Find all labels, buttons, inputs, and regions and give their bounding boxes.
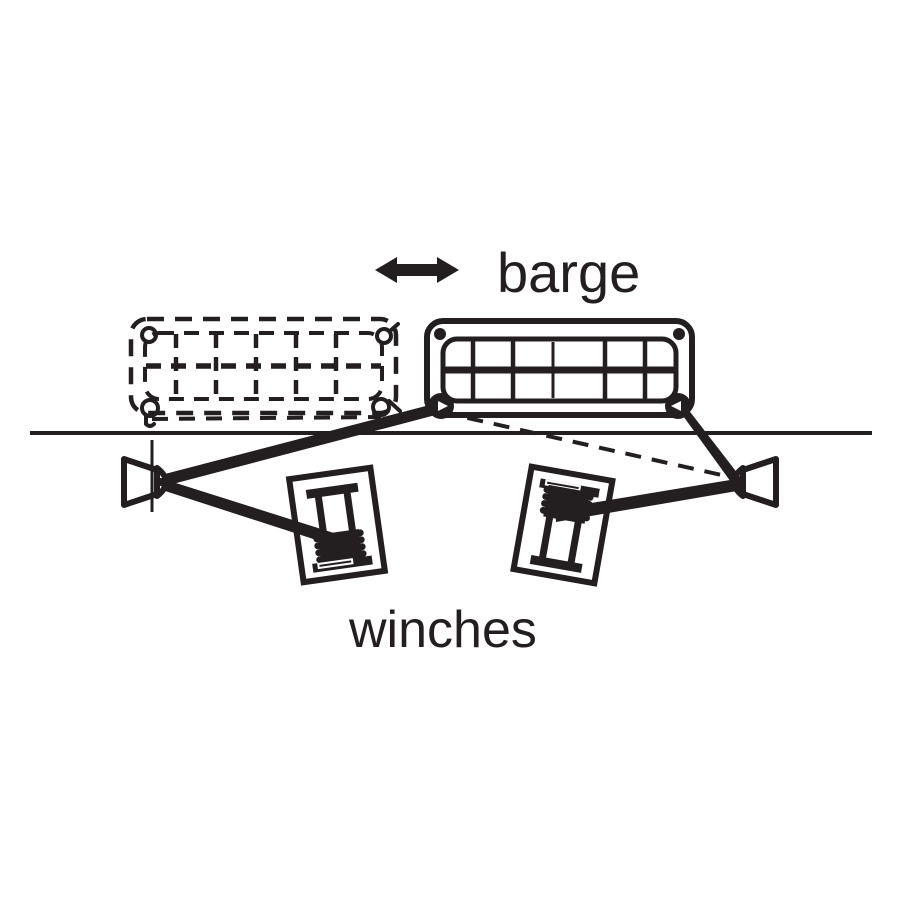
- bollard-right-sheave: [731, 465, 746, 499]
- winch-left-wrap: [357, 536, 365, 544]
- motion-arrow-head-left: [375, 257, 397, 283]
- winch-right-wrap: [583, 514, 590, 522]
- bollard-left-sheave: [154, 465, 169, 499]
- attach-pulley-left-notch: [438, 401, 448, 411]
- winch-right-wrap: [586, 493, 594, 501]
- barge-deck-dot-left: [434, 328, 446, 340]
- cable-right-taut: [673, 402, 745, 489]
- motion-arrow-head-right: [437, 257, 459, 283]
- cable-left-slack-previous: [151, 415, 382, 421]
- winches-label: winches: [348, 601, 537, 659]
- winch-right-rail: [538, 514, 554, 562]
- ghost-cleat-ring-bottom-right: [371, 397, 391, 417]
- winch-right-wrap: [585, 500, 593, 508]
- winch-left-wrap: [313, 535, 321, 543]
- winch-right-bottom-flange: [529, 554, 583, 573]
- ghost-cleat-tail-bottom-right: [387, 399, 402, 413]
- bollard-right: [731, 456, 779, 508]
- cable-right-slack-previous: [440, 410, 740, 481]
- ghost-cleat-ring-bottom-left: [140, 398, 160, 418]
- winch-left-wrap: [356, 529, 364, 537]
- cable-left-taut: [161, 401, 447, 486]
- barge-previous-position: [128, 316, 402, 428]
- winch-left-drum: [317, 529, 364, 567]
- winch-right-wrap: [542, 493, 550, 500]
- barge-attachment-left: [428, 393, 454, 419]
- ghost-cleat-ring-top-right: [375, 327, 393, 345]
- ghost-cleat-tail-bottom-left: [144, 413, 156, 428]
- bollard-left-pivot-dot: [157, 478, 165, 486]
- bollard-left: [121, 440, 169, 512]
- ghost-cleat-tail-top-right: [388, 322, 400, 333]
- winch-right: [510, 463, 616, 587]
- winch-left-wrap: [359, 550, 367, 558]
- double-headed-horizontal-arrow: [375, 257, 459, 283]
- bollard-right-body: [740, 456, 779, 508]
- winch-left-bottom-flange-highlight: [317, 558, 354, 570]
- winch-left-wrap: [358, 543, 366, 551]
- winch-right-wrap: [541, 500, 548, 507]
- barge-attachment-right: [665, 393, 691, 419]
- winch-right-wrap: [584, 507, 592, 515]
- cable-right-to-winch: [555, 478, 743, 522]
- ghost-deck-frame: [143, 331, 384, 401]
- barge-hull-outline: [424, 318, 695, 418]
- winch-left-rail: [314, 493, 328, 541]
- ghost-hull-outline: [128, 316, 399, 416]
- ghost-cleat-ring-top-left: [140, 326, 158, 344]
- winch-left: [285, 464, 389, 586]
- winch-left-rail: [343, 489, 357, 537]
- barge-current-position: [424, 318, 695, 418]
- winch-left-wrap: [316, 556, 324, 564]
- barge-label: barge: [497, 241, 640, 304]
- winch-right-wrap: [539, 506, 547, 514]
- winch-right-wrap: [543, 486, 551, 494]
- winch-right-drum: [543, 484, 591, 524]
- winch-left-frame: [285, 464, 389, 586]
- bollard-right-pivot-dot: [735, 478, 743, 486]
- barge-deck-dot-right: [673, 328, 685, 340]
- winch-right-frame: [510, 463, 616, 587]
- winch-left-wrap: [314, 542, 322, 550]
- motion-arrow-shaft: [385, 264, 449, 276]
- winch-left-wrap: [315, 549, 323, 557]
- cable-left-to-winch: [160, 478, 338, 547]
- attach-pulley-right-notch: [671, 401, 681, 411]
- winch-right-rail: [567, 520, 582, 567]
